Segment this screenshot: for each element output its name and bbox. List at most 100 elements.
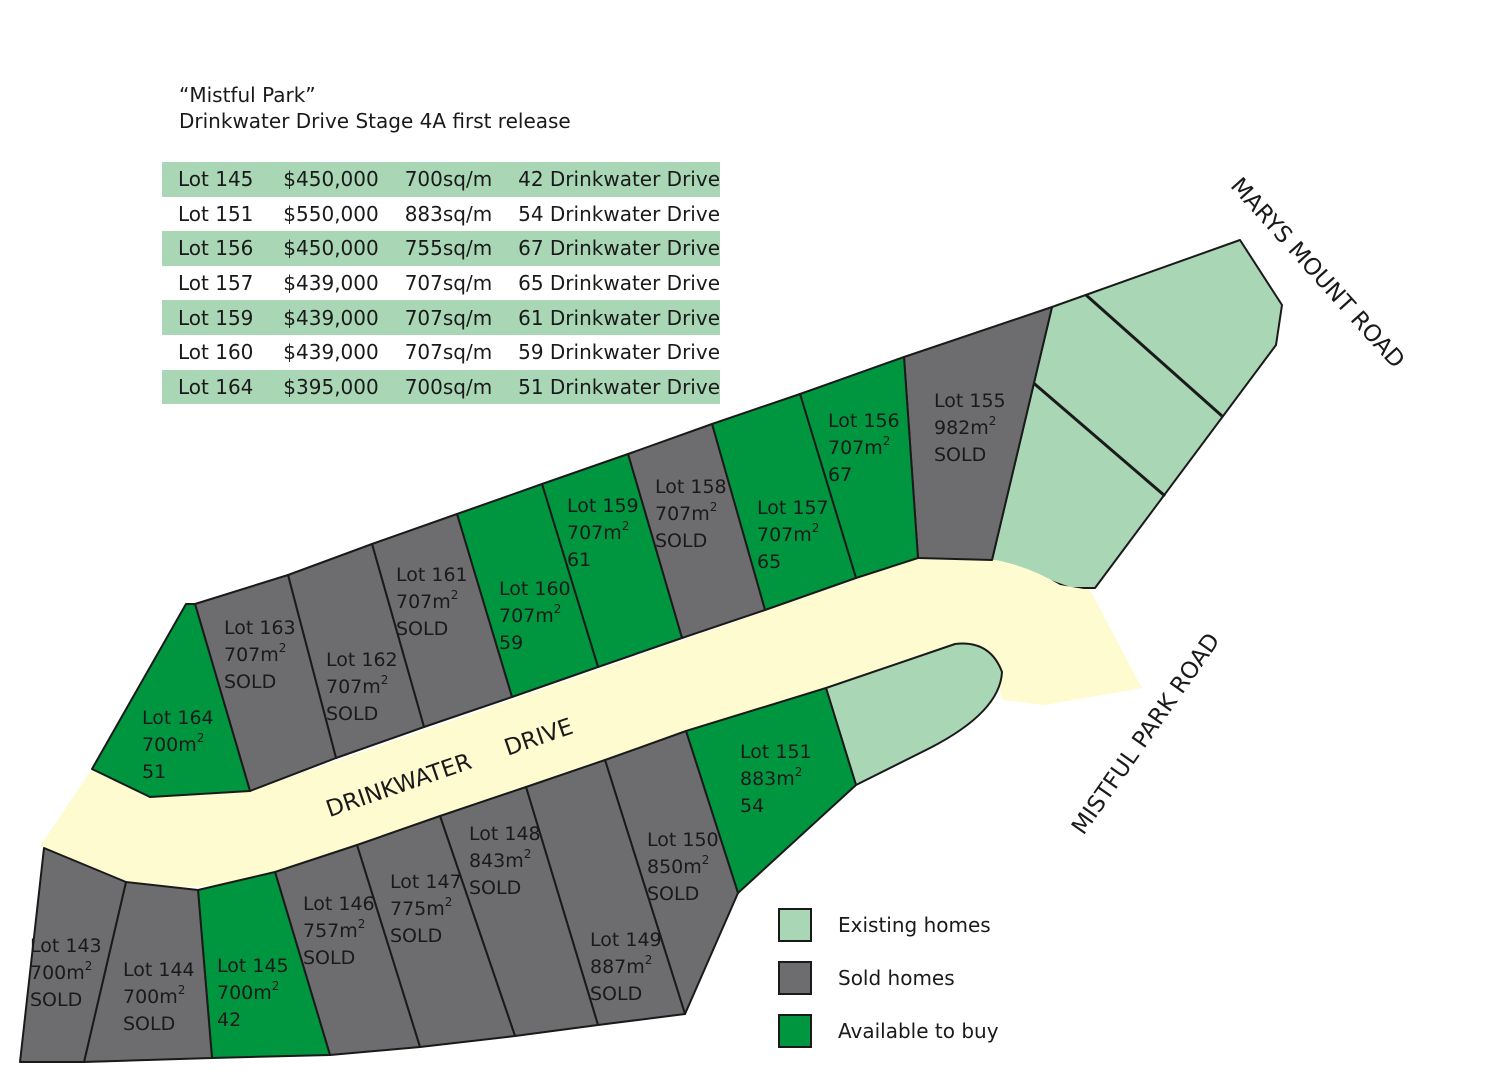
lot-number: Lot 161 (396, 564, 468, 586)
area-superscript: 2 (381, 673, 389, 687)
price-cell-size: 883sq/m (404, 201, 493, 226)
lot-status: SOLD (326, 703, 378, 725)
lot-number: Lot 146 (303, 893, 375, 915)
lot-area: 982m (934, 417, 989, 439)
lot-status: SOLD (390, 925, 442, 947)
price-cell-price: $550,000 (283, 201, 379, 226)
legend-item-available: Available to buy (778, 1004, 999, 1057)
area-superscript: 2 (272, 979, 280, 993)
area-superscript: 2 (883, 434, 891, 448)
lot-number: Lot 151 (740, 741, 812, 763)
lot-164-parcel (91, 603, 251, 798)
area-superscript: 2 (358, 917, 366, 931)
lot-number: Lot 157 (757, 497, 829, 519)
price-cell-size: 707sq/m (404, 271, 493, 296)
price-cell-address: 51 Drinkwater Drive (518, 374, 720, 399)
area-superscript: 2 (645, 953, 653, 967)
lot-status: SOLD (647, 883, 699, 905)
legend: Existing homes Sold homes Available to b… (778, 898, 999, 1057)
legend-label-available: Available to buy (838, 1018, 999, 1043)
lot-number: Lot 148 (469, 823, 541, 845)
price-cell-size: 700sq/m (404, 167, 493, 192)
lot-status: SOLD (30, 989, 82, 1011)
lot-area: 707m (757, 524, 812, 546)
lot-143-parcel (19, 847, 127, 1063)
price-cell-price: $395,000 (283, 374, 379, 399)
lot-number: Lot 160 (499, 578, 571, 600)
existing-homes-area-south (825, 642, 1003, 786)
legend-label-sold: Sold homes (838, 965, 955, 990)
price-cell-lot: Lot 159 (178, 305, 254, 330)
lot-number: Lot 149 (590, 929, 662, 951)
price-cell-price: $450,000 (283, 236, 379, 261)
price-row: Lot 151 $550,000 883sq/m 54 Drinkwater Driv… (162, 197, 720, 232)
lot-area: 843m (469, 850, 524, 872)
price-cell-lot: Lot 145 (178, 167, 254, 192)
lot-number: Lot 143 (30, 935, 102, 957)
lot-status: SOLD (224, 671, 276, 693)
lot-status: SOLD (590, 983, 642, 1005)
lot-number: Lot 158 (655, 476, 727, 498)
lot-status: 65 (757, 551, 781, 573)
lot-area: 700m (30, 962, 85, 984)
lot-area: 775m (390, 898, 445, 920)
area-superscript: 2 (812, 521, 820, 535)
price-cell-lot: Lot 156 (178, 236, 254, 261)
lot-number: Lot 156 (828, 410, 900, 432)
lot-area: 757m (303, 920, 358, 942)
price-cell-address: 54 Drinkwater Drive (518, 201, 720, 226)
lot-status: SOLD (123, 1013, 175, 1035)
price-cell-lot: Lot 151 (178, 201, 254, 226)
area-superscript: 2 (451, 588, 459, 602)
lot-area: 707m (396, 591, 451, 613)
area-superscript: 2 (702, 853, 710, 867)
lot-area: 707m (655, 503, 710, 525)
lot-status: 42 (217, 1009, 241, 1031)
price-cell-lot: Lot 160 (178, 340, 254, 365)
lot-area: 887m (590, 956, 645, 978)
lot-status: SOLD (469, 877, 521, 899)
lot-number: Lot 162 (326, 649, 398, 671)
map-title: “Mistful Park” Drinkwater Drive Stage 4A… (179, 82, 571, 134)
lot-number: Lot 147 (390, 871, 462, 893)
area-superscript: 2 (622, 519, 630, 533)
existing-homes-area-north (991, 239, 1283, 589)
lot-status: 59 (499, 632, 523, 654)
lot-number: Lot 164 (142, 707, 214, 729)
lot-number: Lot 150 (647, 829, 719, 851)
price-cell-lot: Lot 157 (178, 271, 254, 296)
lot-status: 54 (740, 795, 764, 817)
lot-status: SOLD (396, 618, 448, 640)
existing-lot-boundary (1029, 378, 1166, 498)
lot-label-157: Lot 157 707m2 65 (757, 497, 829, 573)
lot-status: SOLD (303, 947, 355, 969)
price-cell-address: 59 Drinkwater Drive (518, 340, 720, 365)
lot-status: SOLD (655, 530, 707, 552)
lot-status: SOLD (934, 444, 986, 466)
legend-label-existing: Existing homes (838, 912, 991, 937)
lot-area: 707m (224, 644, 279, 666)
area-superscript: 2 (178, 983, 186, 997)
lot-number: Lot 155 (934, 390, 1006, 412)
lot-number: Lot 159 (567, 495, 639, 517)
lot-area: 707m (326, 676, 381, 698)
price-cell-size: 707sq/m (404, 340, 493, 365)
lot-area: 883m (740, 768, 795, 790)
